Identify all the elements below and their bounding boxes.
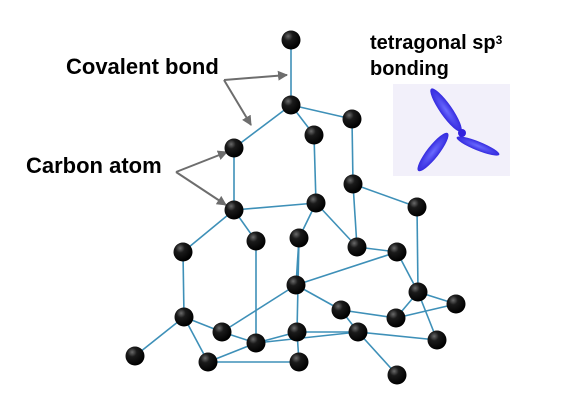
tetragonal-bonding-label: tetragonal sp3 bonding	[370, 30, 502, 82]
annotation-arrows	[175, 70, 288, 206]
covalent-bond	[182, 209, 235, 253]
carbon-atom	[289, 228, 309, 248]
carbon-atom	[246, 333, 266, 353]
covalent-bond-arrow	[223, 70, 288, 81]
covalent-bond	[295, 251, 398, 286]
carbon-atom	[224, 138, 244, 158]
carbon-atom	[348, 322, 368, 342]
covalent-bond	[255, 331, 359, 344]
carbon-atom	[387, 242, 407, 262]
carbon-atom-arrow	[175, 171, 227, 206]
carbon-atom	[174, 307, 194, 327]
carbon-atom	[212, 322, 232, 342]
carbon-atom	[304, 125, 324, 145]
orbital-lobe	[417, 132, 449, 172]
orbital-lobe	[456, 136, 500, 156]
covalent-bond-arrow	[223, 79, 252, 126]
covalent-bond	[315, 202, 358, 248]
carbon-atom	[246, 231, 266, 251]
carbon-atom	[224, 200, 244, 220]
orbital-panel-background	[393, 84, 510, 176]
carbon-atom	[287, 322, 307, 342]
carbon-atom	[387, 365, 407, 385]
covalent-bond-label: Covalent bond	[66, 54, 219, 79]
orbital-lobe	[430, 88, 462, 132]
covalent-bond	[233, 104, 292, 149]
covalent-bond	[221, 284, 297, 333]
carbon-atom	[289, 352, 309, 372]
covalent-bond	[395, 303, 457, 319]
carbon-atom	[198, 352, 218, 372]
carbon-atoms	[125, 30, 466, 385]
tetragonal-label-line1: tetragonal sp	[370, 32, 496, 54]
covalent-bond	[352, 183, 358, 248]
covalent-bond	[352, 183, 418, 208]
covalent-bond	[416, 206, 419, 293]
sp3-superscript: 3	[495, 33, 503, 47]
tetragonal-label-line2: bonding	[370, 58, 449, 80]
carbon-atom-arrow	[175, 150, 228, 173]
covalent-bond	[357, 331, 398, 376]
carbon-atom	[331, 300, 351, 320]
sp3-orbital-illustration	[393, 84, 510, 176]
covalent-bond	[313, 134, 317, 204]
carbon-atom	[281, 30, 301, 50]
carbon-atom	[342, 109, 362, 129]
covalent-bond	[357, 331, 438, 341]
carbon-atom-label: Carbon atom	[26, 153, 162, 178]
covalent-bond	[290, 104, 353, 120]
covalent-bond	[134, 316, 185, 357]
covalent-bond	[233, 202, 317, 211]
orbital-lobe	[458, 129, 466, 137]
carbon-atom	[125, 346, 145, 366]
carbon-atom	[386, 308, 406, 328]
carbon-atom	[173, 242, 193, 262]
carbon-atom	[407, 197, 427, 217]
carbon-atom	[343, 174, 363, 194]
carbon-atom	[281, 95, 301, 115]
carbon-atom	[306, 193, 326, 213]
carbon-atom	[427, 330, 447, 350]
carbon-atom	[446, 294, 466, 314]
carbon-atom	[286, 275, 306, 295]
covalent-bond	[182, 251, 185, 318]
covalent-bond	[351, 118, 354, 185]
carbon-atom	[408, 282, 428, 302]
carbon-atom	[347, 237, 367, 257]
